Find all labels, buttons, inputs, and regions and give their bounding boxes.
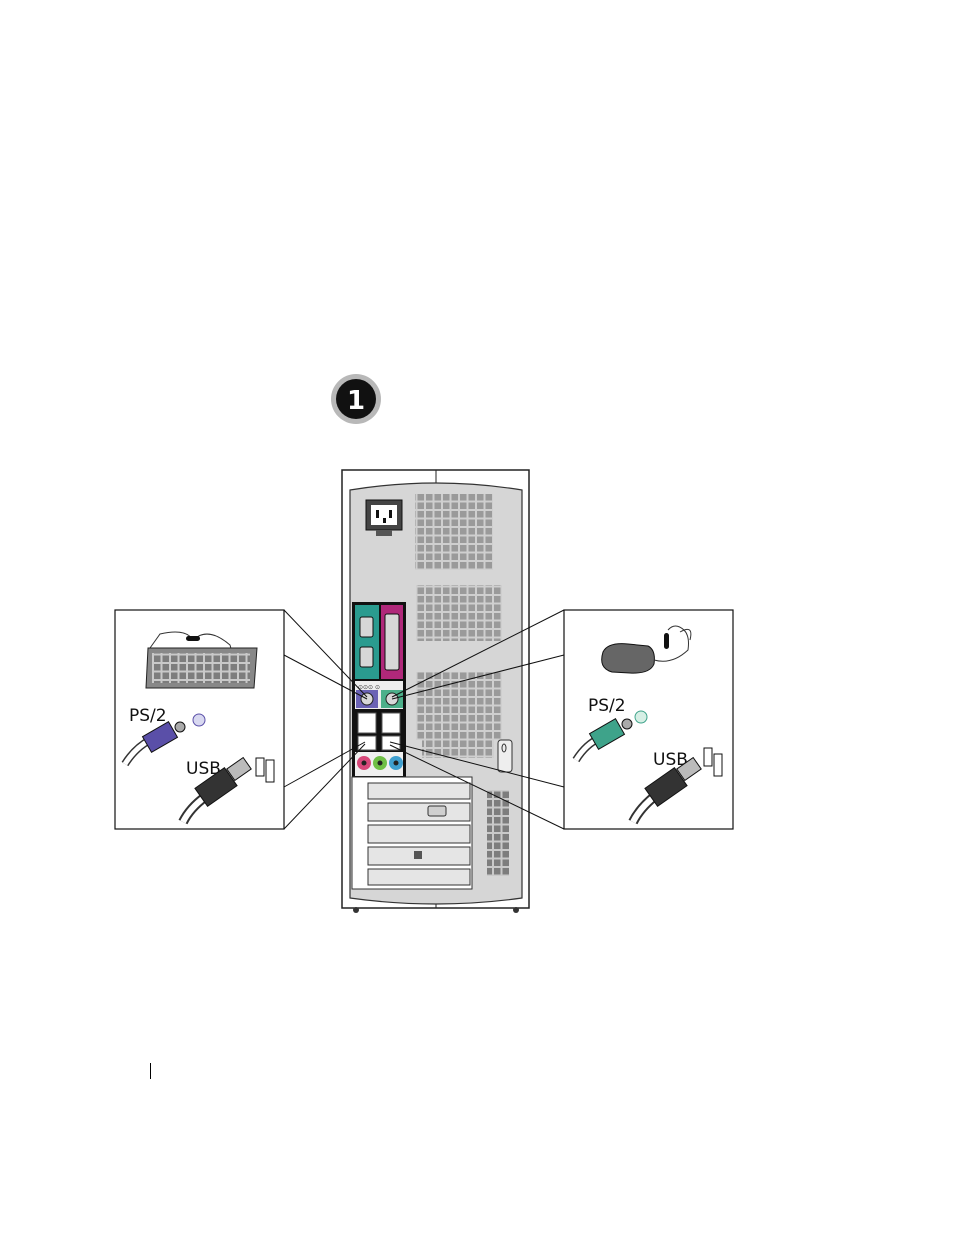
right-ps2-label: PS/2: [588, 696, 626, 716]
usb-port-top: [358, 713, 376, 733]
page-margin-rule: [150, 1063, 151, 1079]
svg-text:⊙⊙⊙ ⊙: ⊙⊙⊙ ⊙: [358, 684, 380, 691]
left-ps2-label: PS/2: [129, 706, 167, 726]
vent-side: [487, 790, 509, 876]
computer-tower-back: ⊙⊙⊙ ⊙: [342, 470, 529, 913]
vent-lower-row: [422, 740, 494, 758]
network-port: [382, 713, 400, 733]
expansion-slots: [352, 777, 472, 889]
mouse-callout: PS/2 USB: [564, 610, 733, 829]
keyboard-callout: PS/2 USB: [115, 610, 284, 829]
vent-middle: [416, 585, 502, 641]
vent-top: [415, 494, 493, 570]
step-number: 1: [347, 386, 365, 416]
usb-port-bottom-right: [382, 736, 400, 750]
step-number-badge: 1: [331, 374, 381, 424]
serial-port-area: [355, 605, 379, 679]
expansion-slot: [368, 783, 470, 799]
